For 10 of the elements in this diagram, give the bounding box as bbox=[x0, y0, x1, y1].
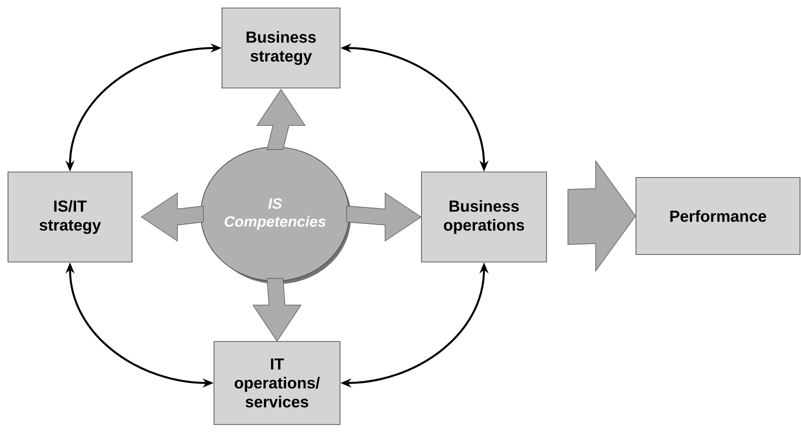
process-box: Business strategy bbox=[222, 8, 340, 88]
block-arrow bbox=[568, 160, 636, 272]
process-box: Business operations bbox=[421, 172, 547, 262]
block-arrow bbox=[346, 192, 422, 242]
block-arrow bbox=[140, 192, 204, 242]
block-arrow bbox=[252, 278, 302, 342]
process-box: IS/IT strategy bbox=[8, 172, 132, 262]
block-arrow bbox=[256, 88, 306, 150]
process-box: IT operations/ services bbox=[214, 341, 340, 425]
process-box: Performance bbox=[636, 177, 800, 255]
